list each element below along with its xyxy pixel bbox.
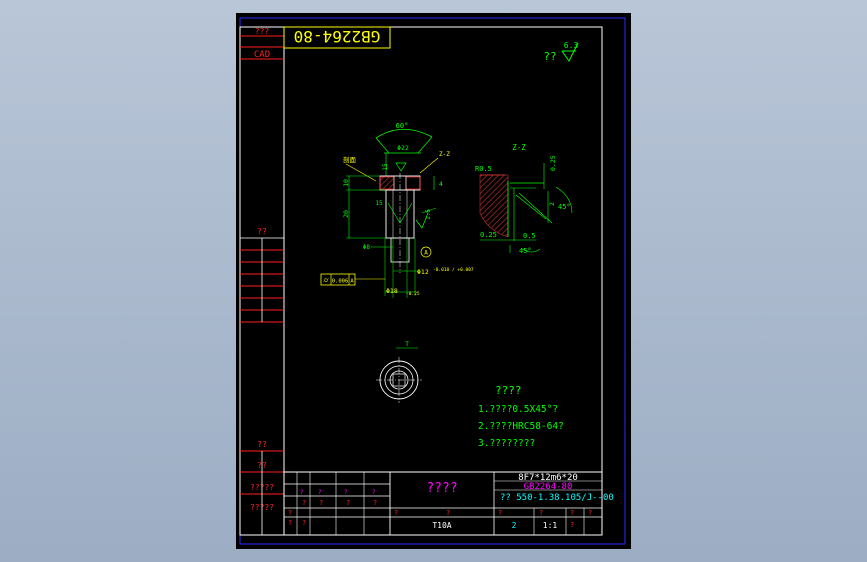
top-view-mark: T xyxy=(405,341,409,348)
strip-label-2: ?? xyxy=(257,440,267,449)
quantity: 2 xyxy=(512,521,517,530)
svg-text:?: ? xyxy=(300,489,304,496)
roughness-prefix: ?? xyxy=(543,50,556,63)
svg-text:?: ? xyxy=(319,499,323,507)
svg-text:?: ? xyxy=(288,509,292,517)
cad-label: CAD xyxy=(254,50,270,60)
top-view: T xyxy=(376,341,422,403)
standard-code: GB2264-80 xyxy=(294,27,381,46)
dia-8-label: Φ8 xyxy=(363,244,371,251)
title-block: ? ? ? ? ? ? ? ? ? ? ? ? ? ? ? ? ? ? ????… xyxy=(283,471,614,536)
detail-025-b: 0.25 xyxy=(480,231,497,239)
svg-text:?: ? xyxy=(302,499,306,507)
detail-45-a: 45° xyxy=(558,203,571,211)
standard-code-box xyxy=(283,26,391,49)
svg-text:?: ? xyxy=(570,521,574,529)
dia-22-label: Φ22 xyxy=(397,144,409,152)
angle-60-label: 60° xyxy=(396,122,409,130)
detail-r05: R0.5 xyxy=(475,165,492,173)
detail-45-b: 45° xyxy=(519,247,532,255)
dia-18-label: Φ18 xyxy=(386,287,398,295)
svg-text:?: ? xyxy=(394,509,398,517)
datum-balloon-label: A xyxy=(424,250,428,257)
material: T10A xyxy=(432,521,451,530)
roughness-check-icon xyxy=(561,42,579,62)
roughness-symbol: ?? 6.3 xyxy=(543,41,579,63)
svg-text:?: ? xyxy=(539,509,543,517)
svg-text:?: ? xyxy=(318,489,322,496)
detail-2: 2 xyxy=(548,202,556,206)
drawing-code: ?? 550-1.38.105/J--00 xyxy=(500,493,614,503)
dia-12-label: Φ12 xyxy=(417,268,429,276)
svg-text:?: ? xyxy=(288,519,292,527)
tolerance-ref: A xyxy=(350,279,354,285)
scale: 1:1 xyxy=(543,521,558,530)
dim-15-top: 15 xyxy=(382,163,389,171)
tolerance-value: 0.006 xyxy=(332,279,349,285)
part-standard: GB2264-80 xyxy=(524,482,573,492)
cad-drawing: ??? CAD ?? ?? ?? ????? ????? GB2264-80 ?… xyxy=(239,17,626,545)
svg-text:?: ? xyxy=(302,519,306,527)
section-mark-label: Z-Z xyxy=(439,151,450,158)
note-3: 3.???????? xyxy=(478,438,535,449)
svg-text:?: ? xyxy=(346,499,350,507)
corner-mark: ??? xyxy=(255,27,270,36)
dia-18-tolerance: -0.25 xyxy=(406,291,420,297)
svg-text:?: ? xyxy=(570,509,574,517)
strip-label-1: ?? xyxy=(257,227,267,236)
detail-view-zz: Z-Z R0.5 0.25 2 45° 0.25 0.5 45° xyxy=(475,143,573,255)
tolerance-symbol-icon: ⌭ xyxy=(323,277,328,285)
detail-title: Z-Z xyxy=(512,143,526,152)
inner-frame xyxy=(239,26,603,536)
svg-text:?: ? xyxy=(498,509,502,517)
dim-15-lower: 15 xyxy=(375,200,383,207)
left-strip: ??? CAD ?? ?? ?? ????? ????? xyxy=(240,27,284,535)
hatch-note: 剖面 xyxy=(343,155,357,164)
dia-12-tolerance: -0.018 / +0.007 xyxy=(433,267,474,273)
dim-4: 4 xyxy=(439,180,443,188)
note-2: 2.????HRC58-64? xyxy=(478,421,564,432)
svg-text:?: ? xyxy=(372,489,376,496)
svg-text:?: ? xyxy=(588,509,592,517)
part-name: ???? xyxy=(426,481,457,496)
dim-10: 10 xyxy=(342,179,350,187)
notes-title: ???? xyxy=(495,384,522,397)
technical-notes: ???? 1.????0.5X45°? 2.????HRC58-64? 3.??… xyxy=(478,384,564,449)
detail-025-a: 0.25 xyxy=(549,155,557,171)
svg-text:?: ? xyxy=(373,499,377,507)
tolerance-frame xyxy=(320,273,356,286)
drawing-sheet: ??? CAD ?? ?? ?? ????? ????? GB2264-80 ?… xyxy=(236,13,631,549)
roughness-1-6: 1.6 xyxy=(425,209,432,220)
note-1: 1.????0.5X45°? xyxy=(478,404,558,415)
svg-text:?: ? xyxy=(446,509,450,517)
part-spec: 8F7*12m6*20 xyxy=(518,473,578,483)
detail-05: 0.5 xyxy=(523,232,536,240)
datum-balloon xyxy=(420,246,432,258)
roughness-value: 6.3 xyxy=(564,41,579,50)
outer-frame xyxy=(239,17,626,545)
svg-text:?: ? xyxy=(344,489,348,496)
main-section-view: 60° Φ22 15 剖面 Z-Z xyxy=(320,122,474,298)
dim-20: 20 xyxy=(342,210,350,218)
